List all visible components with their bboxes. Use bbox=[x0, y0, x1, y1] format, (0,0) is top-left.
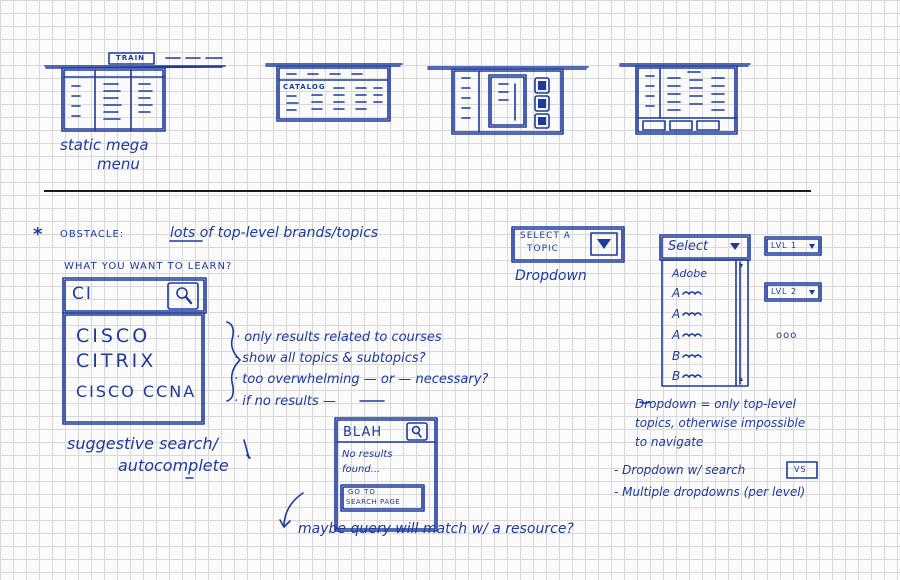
note-2: · show all topics & subtopics? bbox=[234, 351, 426, 366]
select-item-1[interactable]: Adobe bbox=[672, 267, 707, 280]
mega-menu-sketch-4 bbox=[620, 64, 750, 134]
select-item-4[interactable]: A bbox=[672, 328, 681, 342]
mega-menu-caption-1: static mega bbox=[60, 136, 149, 154]
train-tab-label: TRAIN bbox=[116, 54, 146, 62]
more-levels-indicator: ooo bbox=[776, 330, 798, 341]
mega-menu-sketch-3 bbox=[428, 67, 588, 134]
no-results-sketch bbox=[280, 401, 437, 531]
vs-label: VS bbox=[794, 465, 807, 474]
search-result-1: CISCO bbox=[76, 325, 151, 347]
dropdown-label-1: SELECT A bbox=[520, 231, 571, 241]
dropdown-caption: Dropdown bbox=[515, 268, 587, 284]
select-item-6[interactable]: B bbox=[672, 369, 681, 383]
obstacle-label: OBSTACLE: bbox=[60, 229, 125, 240]
no-results-message-1: No results bbox=[342, 449, 393, 460]
no-results-message-2: found... bbox=[342, 464, 381, 475]
mega-menu-sketch-1 bbox=[45, 53, 225, 131]
dropdown-note-1: Dropdown = only top-level bbox=[635, 397, 796, 411]
select-item-5[interactable]: B bbox=[672, 349, 681, 363]
dropdown-note-2: topics, otherwise impossible bbox=[635, 416, 806, 430]
dropdown-note-3: to navigate bbox=[635, 435, 704, 449]
obstacle-star: * bbox=[33, 224, 43, 245]
select-item-2[interactable]: A bbox=[672, 286, 681, 300]
dropdown-label-2: TOPIC bbox=[527, 244, 559, 254]
mega-menu-sketch-2 bbox=[266, 64, 402, 121]
search-sketch bbox=[63, 278, 250, 478]
select-header[interactable]: Select bbox=[668, 239, 709, 254]
obstacle-text: lots of top-level brands/topics bbox=[170, 225, 379, 241]
search-query: CI bbox=[72, 284, 93, 304]
go-to-search-page-button-line2[interactable]: SEARCH PAGE bbox=[346, 498, 401, 506]
dropdown-sketch bbox=[512, 227, 624, 262]
catalog-label: CATALOG bbox=[283, 83, 326, 91]
note-1: · only results related to courses bbox=[236, 330, 442, 345]
select-item-3[interactable]: A bbox=[672, 307, 681, 321]
note-4: · if no results — bbox=[234, 394, 336, 409]
search-caption-1: suggestive search/ bbox=[67, 434, 218, 453]
select-list-sketch bbox=[640, 235, 821, 478]
search-result-2: CITRIX bbox=[76, 350, 157, 372]
search-prompt: WHAT YOU WANT TO LEARN? bbox=[64, 261, 233, 272]
no-results-note: maybe query will match w/ a resource? bbox=[298, 521, 574, 537]
level-1-dropdown[interactable]: LVL 1 bbox=[771, 241, 798, 250]
dropdown-bullet-2: - Multiple dropdowns (per level) bbox=[614, 485, 806, 499]
search-result-3: CISCO CCNA bbox=[76, 382, 197, 401]
search-caption-2: autocomplete bbox=[118, 456, 229, 475]
note-3: · too overwhelming — or — necessary? bbox=[234, 372, 489, 387]
dropdown-bullet-1: - Dropdown w/ search bbox=[614, 463, 746, 477]
mega-menu-caption-2: menu bbox=[97, 155, 140, 173]
level-2-dropdown[interactable]: LVL 2 bbox=[771, 287, 798, 296]
no-results-query: BLAH bbox=[343, 425, 383, 440]
go-to-search-page-button[interactable]: GO TO bbox=[348, 488, 376, 496]
